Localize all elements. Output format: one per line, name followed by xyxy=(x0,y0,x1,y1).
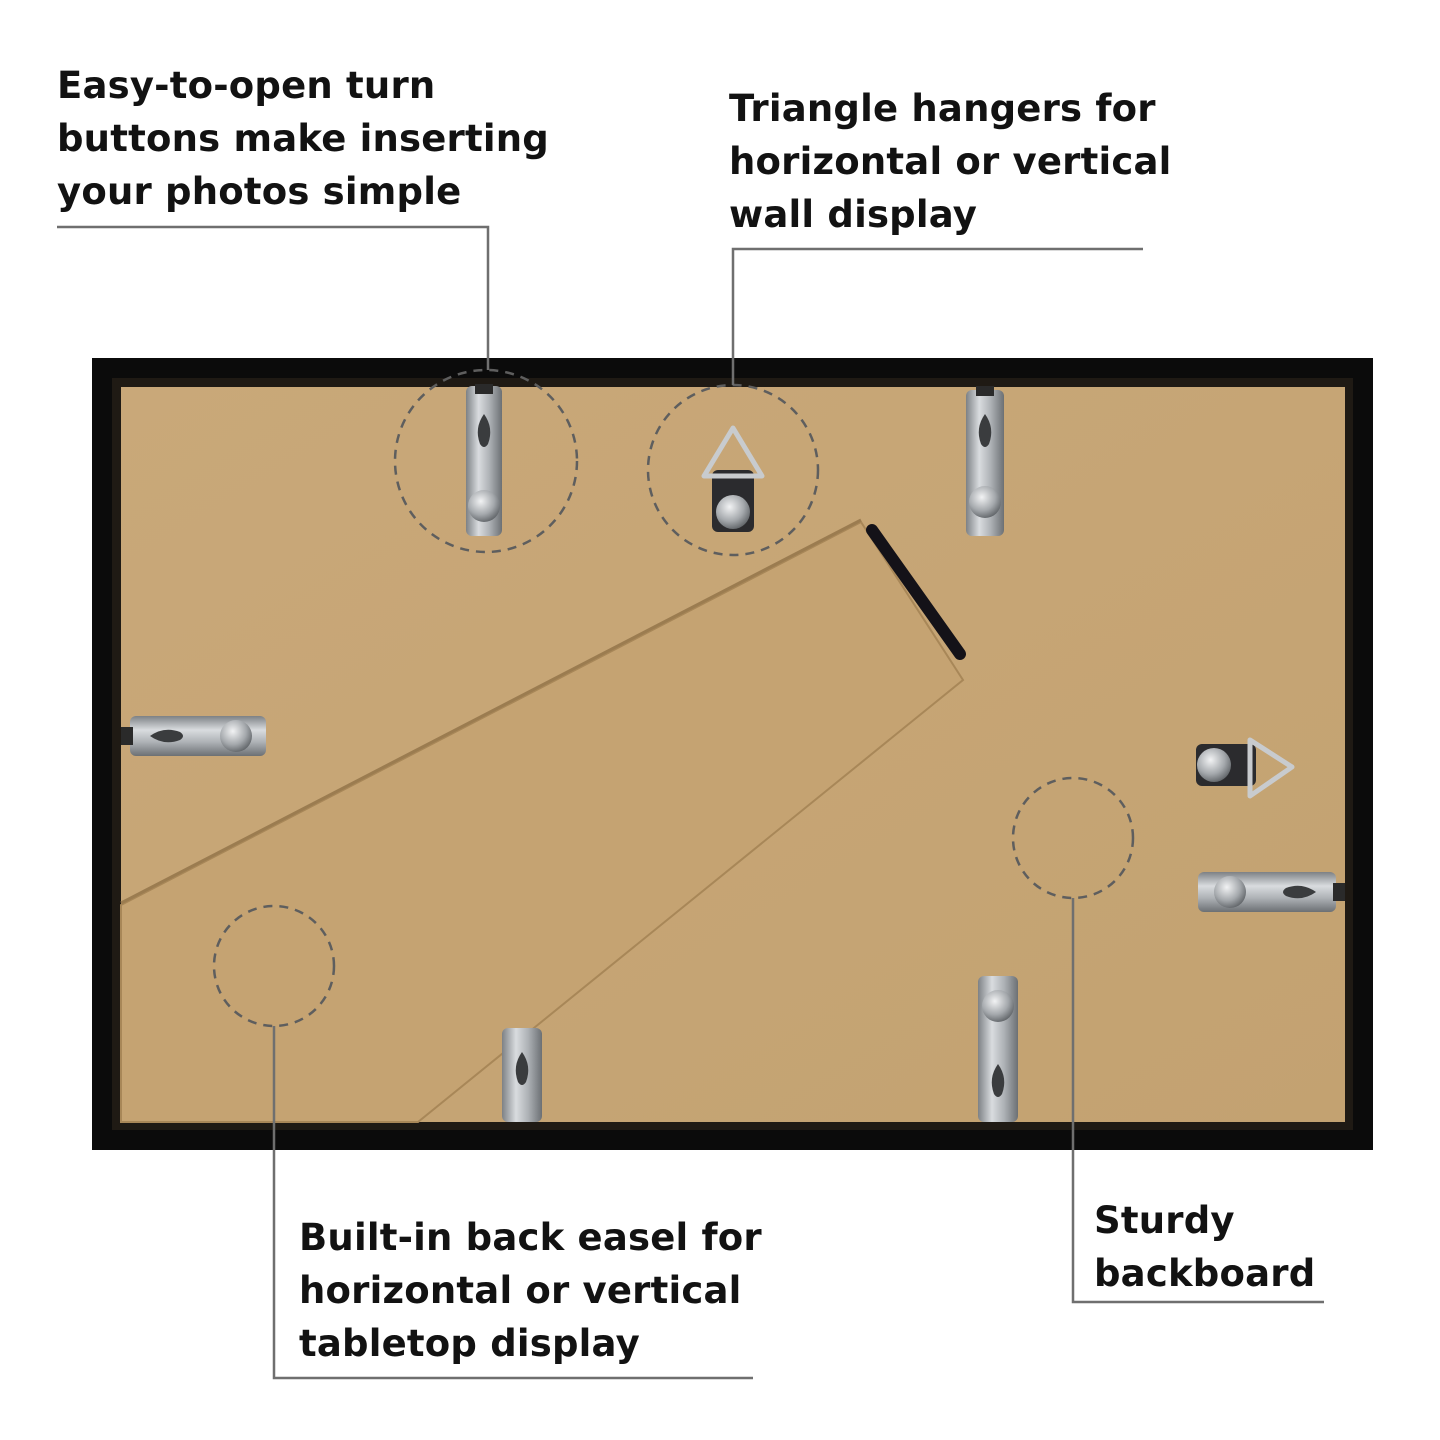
turn-button-icon xyxy=(121,716,266,756)
triangle-hanger-icon xyxy=(1196,737,1295,799)
callout-line: Built-in back easel for xyxy=(299,1216,762,1259)
callout-line: backboard xyxy=(1094,1252,1316,1295)
callout-triangle-hangers: Triangle hangers for horizontal or verti… xyxy=(729,82,1172,241)
callout-backboard: Sturdy backboard xyxy=(1094,1194,1315,1300)
callout-line: Easy-to-open turn xyxy=(57,64,436,107)
callout-line: horizontal or vertical xyxy=(729,140,1172,183)
easel-shadow-edge xyxy=(120,518,862,905)
leader-line-easel xyxy=(272,1026,753,1380)
callout-line: Sturdy xyxy=(1094,1199,1235,1242)
leader-line-turn-button xyxy=(57,225,490,370)
turn-button-icon xyxy=(966,386,1004,536)
callout-line: your photos simple xyxy=(57,170,462,213)
easel-hinge xyxy=(866,524,966,660)
callout-line: horizontal or vertical xyxy=(299,1269,742,1312)
turn-button-icon xyxy=(502,1028,542,1122)
callout-turn-buttons: Easy-to-open turn buttons make inserting… xyxy=(57,59,549,218)
callout-line: wall display xyxy=(729,193,978,236)
turn-button-icon xyxy=(978,976,1018,1122)
callout-back-easel: Built-in back easel for horizontal or ve… xyxy=(299,1211,762,1370)
triangle-hanger-icon xyxy=(701,425,765,532)
turn-button-icon xyxy=(466,384,502,536)
turn-button-icon xyxy=(1198,872,1345,912)
leader-line-triangle-hanger xyxy=(731,247,1143,385)
callout-line: tabletop display xyxy=(299,1322,640,1365)
highlight-circle-triangle-hanger xyxy=(646,383,820,557)
callout-line: Triangle hangers for xyxy=(729,87,1156,130)
highlight-circle-backboard xyxy=(1011,776,1135,900)
leader-line-backboard xyxy=(1071,898,1324,1304)
highlight-circle-easel xyxy=(212,904,336,1028)
highlight-circle-turn-button xyxy=(393,368,579,554)
back-easel-leg xyxy=(120,520,965,1123)
callout-line: buttons make inserting xyxy=(57,117,549,160)
